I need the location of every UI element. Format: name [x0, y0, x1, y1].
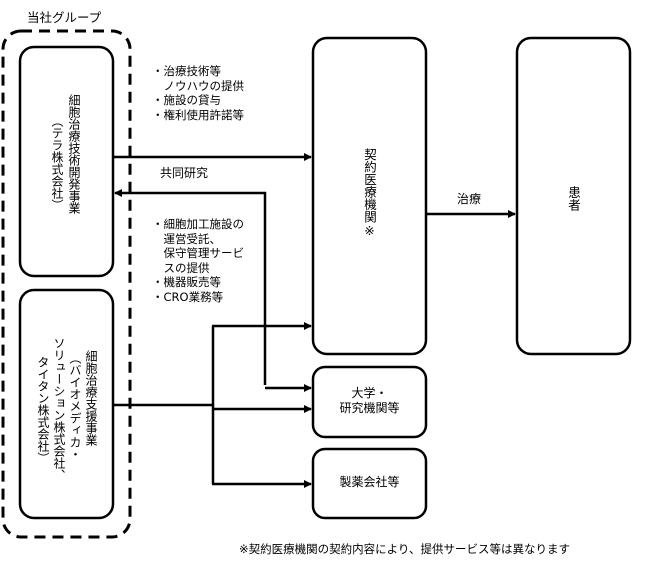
arrow-joint-research-to-tech [114, 189, 267, 385]
list-item: 保守管理サービ [152, 246, 244, 260]
university-line1: 大学・ [351, 386, 388, 400]
list-item: ・治療技術等 [152, 64, 221, 78]
box-university [311, 365, 428, 439]
support-company-line1: （バイオメディカ・ [68, 352, 82, 460]
group-container [1, 29, 132, 539]
list-item: スの提供 [152, 260, 210, 275]
list-item: 運営受託、 [152, 231, 221, 246]
box-pharma [311, 447, 428, 520]
tech-dev-company: （テラ株式会社） [50, 115, 64, 211]
university-line2: 研究機関等 [339, 401, 400, 415]
support-services-list: ・細胞加工施設の 運営受託、 保守管理サービ スの提供 ・機器販売等 ・CRO業… [152, 217, 244, 304]
support-company-line2: ソリューション株式会社、 [52, 337, 66, 481]
list-item: ・機器販売等 [152, 275, 221, 289]
box-support [18, 288, 115, 520]
footnote: ※契約医療機関の契約内容により、提供サービス等は異なります [239, 542, 570, 556]
list-item: ノウハウの提供 [152, 78, 244, 93]
group-label: 当社グループ [27, 10, 102, 25]
list-item: ・CRO業務等 [152, 289, 224, 304]
patient-title: 患者 [566, 186, 581, 211]
clinic-title: 契約医療機関※ [362, 148, 377, 238]
list-item: ・権利使用許諾等 [152, 107, 244, 122]
treatment-label: 治療 [457, 192, 482, 206]
list-item: ・施設の貸与 [152, 93, 221, 107]
box-clinic [311, 36, 428, 356]
pharma-label: 製薬会社等 [339, 475, 400, 489]
box-patient [515, 36, 632, 356]
box-tech-dev [18, 45, 115, 278]
university-label: 大学・ 研究機関等 [313, 386, 426, 416]
joint-research-label: 共同研究 [160, 166, 209, 180]
support-company-line3: タイタン株式会社） [36, 356, 50, 464]
list-item: ・細胞加工施設の [152, 217, 244, 231]
tech-provision-list: ・治療技術等 ノウハウの提供 ・施設の貸与 ・権利使用許諾等 [152, 64, 244, 122]
support-title: 細胞治療支援事業 [84, 350, 98, 446]
tech-dev-title: 細胞治療技術開発事業 [67, 94, 81, 214]
